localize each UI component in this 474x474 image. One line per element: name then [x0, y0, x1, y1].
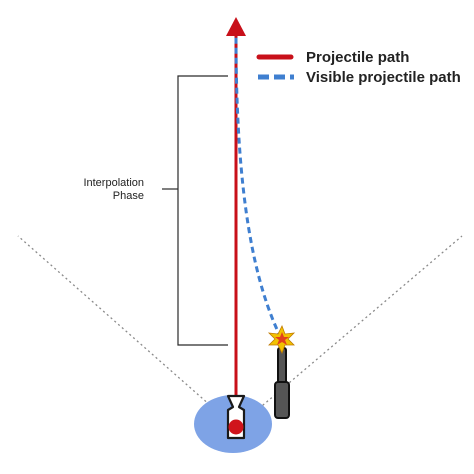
legend-label-visible-path: Visible projectile path: [306, 69, 461, 86]
visible-projectile-path: [234, 35, 283, 339]
player-icon: [226, 394, 246, 440]
bracket-label-line2: Phase: [113, 190, 144, 202]
gun-icon: [274, 347, 290, 419]
bracket-label-line1: Interpolation: [83, 177, 144, 189]
legend-item-visible-path: Visible projectile path: [258, 69, 461, 86]
interpolation-bracket: [162, 75, 228, 346]
legend: Projectile path Visible projectile path: [256, 49, 461, 86]
view-cone: [17, 235, 463, 429]
muzzle-flash-icon: [267, 325, 296, 354]
view-cone-right-line: [235, 235, 463, 429]
legend-item-projectile-path: Projectile path: [256, 49, 409, 66]
view-cone-left-line: [17, 235, 237, 429]
legend-label-projectile-path: Projectile path: [306, 49, 409, 66]
projectile-path-arrowhead: [226, 17, 246, 36]
